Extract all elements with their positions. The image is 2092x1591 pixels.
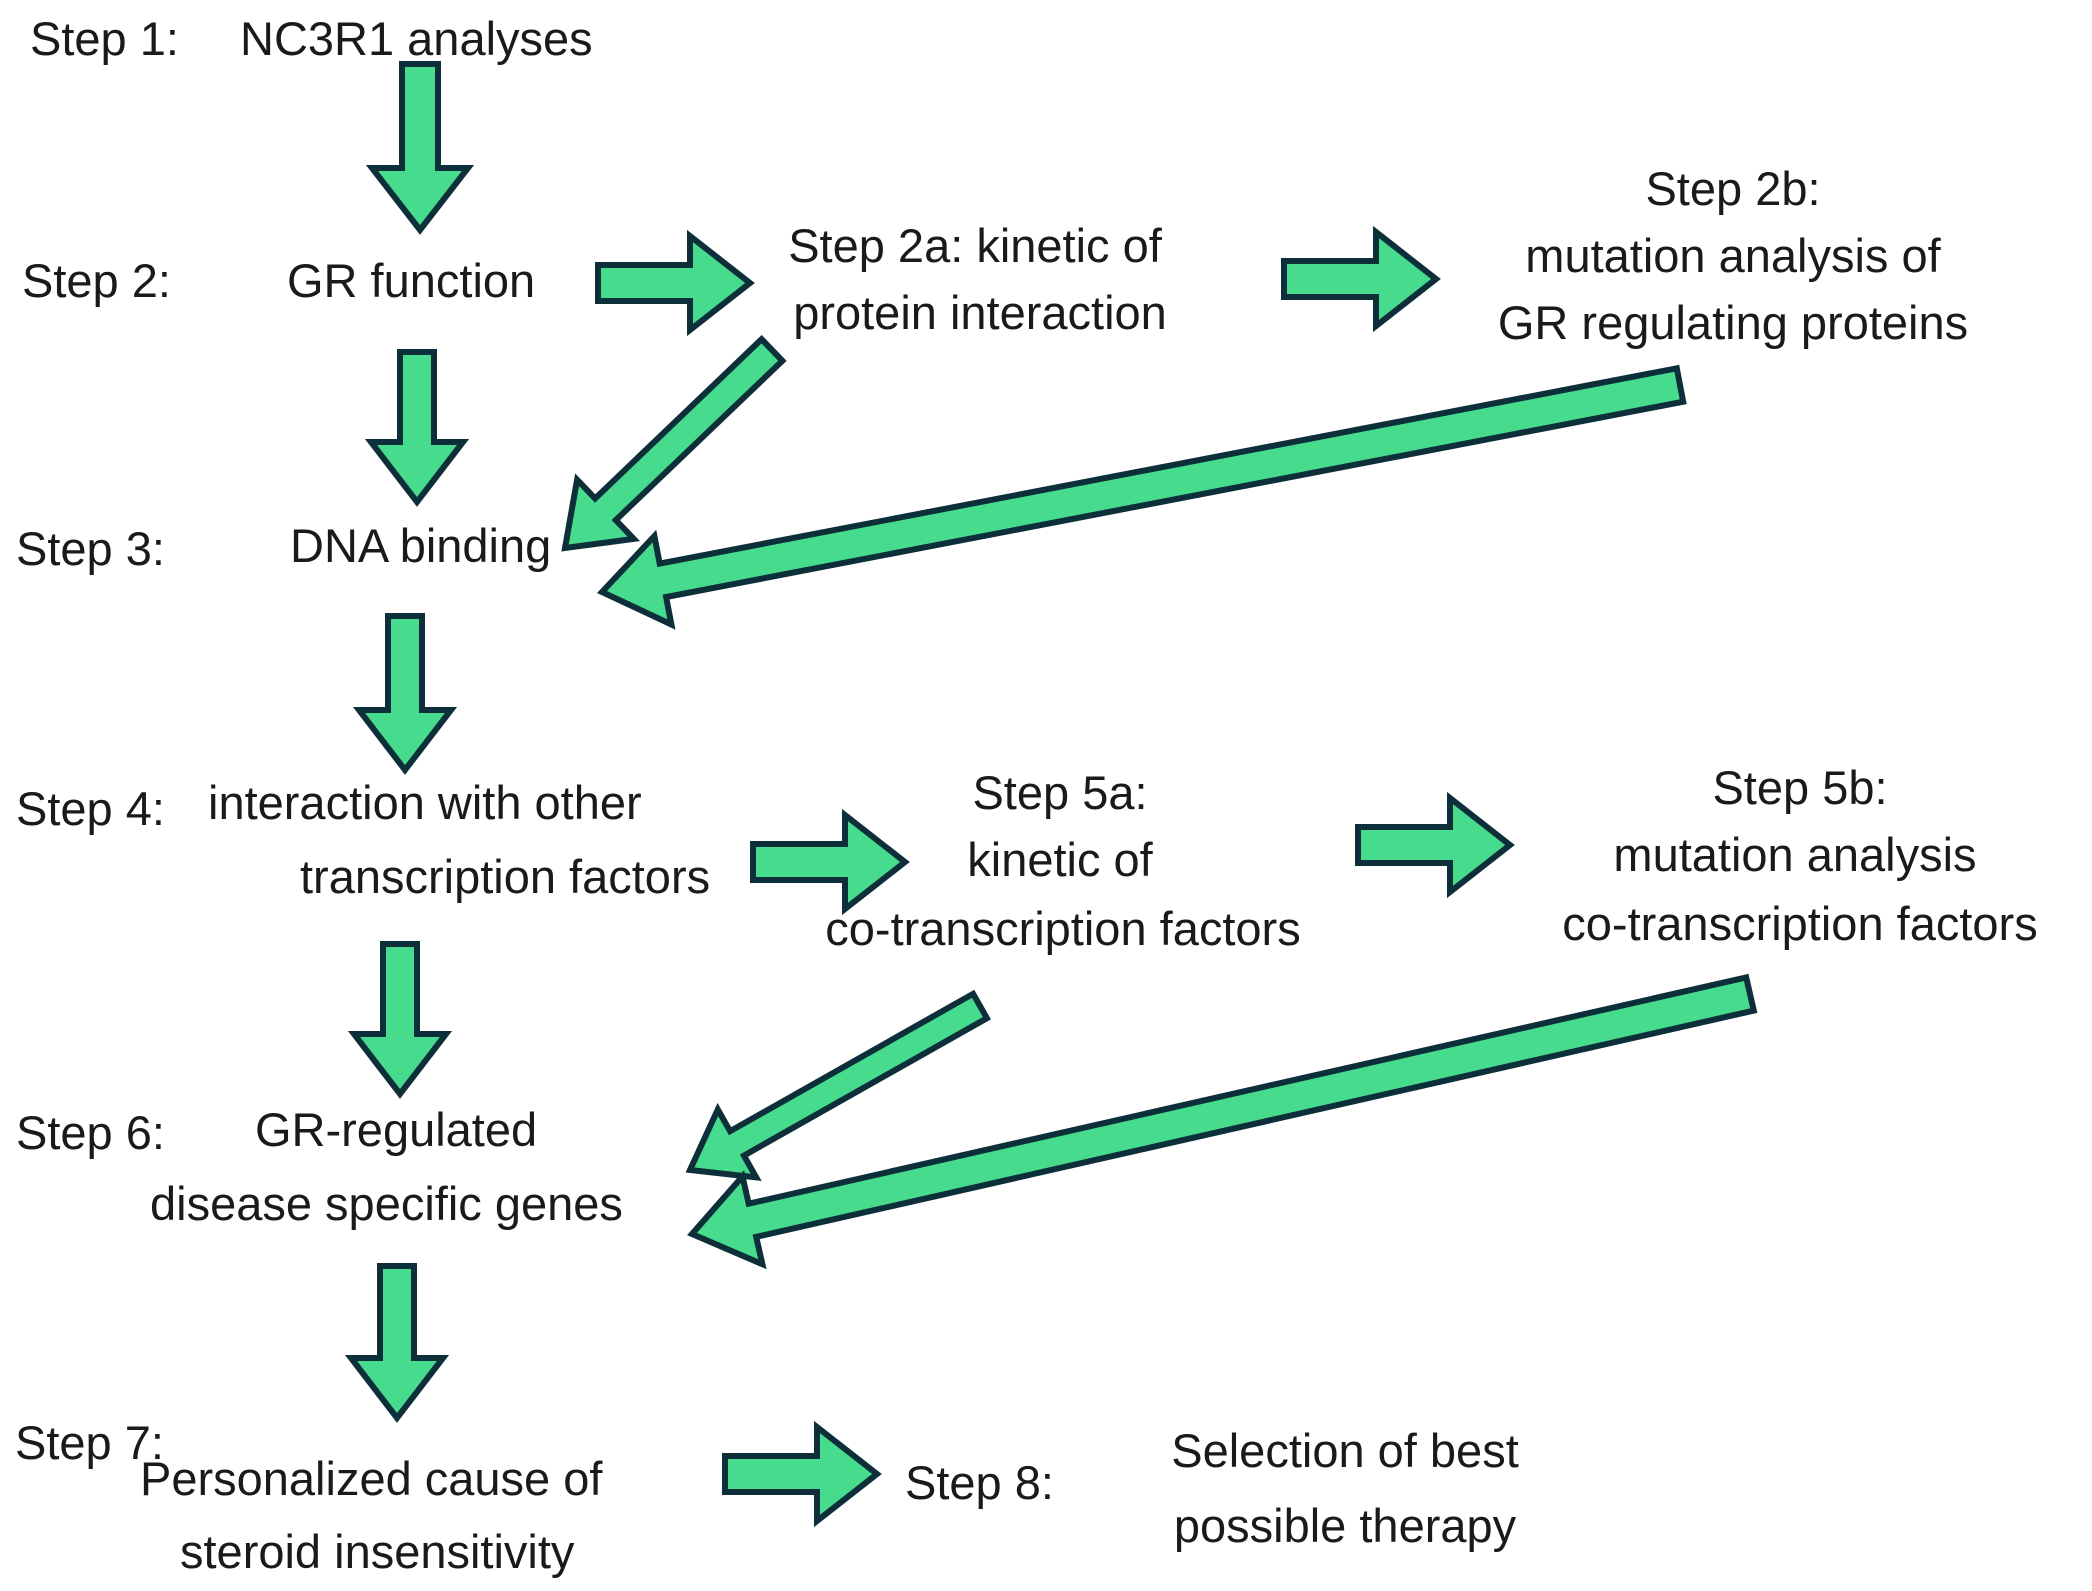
arrow-step2a-to-step2b: [1281, 225, 1441, 333]
step7-line1: Personalized cause of: [140, 1452, 603, 1505]
step2-title: GR function: [287, 254, 536, 307]
arrow-step2b-to-step3: [596, 364, 1687, 630]
step1-label: Step 1:: [30, 12, 179, 65]
arrow-step2-to-step3: [364, 349, 470, 507]
step5a-line3: co-transcription factors: [825, 902, 1301, 955]
step6-label: Step 6:: [16, 1106, 165, 1159]
step4-line1: interaction with other: [208, 776, 642, 829]
arrow-step1-to-step2: [365, 61, 475, 235]
step5a-line1: Step 5a:: [972, 766, 1148, 819]
arrow-step2a-to-step3: [561, 334, 787, 552]
arrow-step5b-to-step6: [687, 973, 1758, 1270]
step7-label: Step 7:: [15, 1416, 164, 1469]
step2b-line2: mutation analysis of: [1525, 229, 1941, 282]
step5b-line3: co-transcription factors: [1562, 897, 2038, 950]
arrow-step2-to-step2a: [595, 229, 755, 337]
step8-line1: Selection of best: [1171, 1424, 1519, 1477]
step3-label: Step 3:: [16, 522, 165, 575]
arrow-step4-to-step6: [347, 941, 453, 1099]
step2b-line1: Step 2b:: [1645, 162, 1821, 215]
step5b-line2: mutation analysis: [1613, 828, 1977, 881]
step2b-line3: GR regulating proteins: [1497, 296, 1969, 349]
arrow-step7-to-step8: [722, 1420, 882, 1528]
step6-line1: GR-regulated: [255, 1103, 538, 1156]
step8-label: Step 8:: [905, 1456, 1054, 1509]
step2-label: Step 2:: [22, 254, 171, 307]
step1-title: NC3R1 analyses: [240, 12, 593, 65]
arrow-step4-to-step5a: [750, 808, 910, 916]
step4-label: Step 4:: [16, 782, 165, 835]
arrow-step5a-to-step5b: [1355, 791, 1515, 899]
arrow-step5a-to-step6: [685, 989, 991, 1182]
step3-title: DNA binding: [290, 519, 552, 572]
step6-line2: disease specific genes: [150, 1177, 623, 1230]
step8-line2: possible therapy: [1173, 1499, 1517, 1552]
arrow-step6-to-step7: [344, 1263, 450, 1423]
step5a-line2: kinetic of: [967, 833, 1153, 886]
arrow-step3-to-step4: [352, 613, 458, 775]
step5b-line1: Step 5b:: [1712, 761, 1888, 814]
step2a-line2: protein interaction: [793, 286, 1167, 339]
step4-line2: transcription factors: [300, 850, 711, 903]
step7-line2: steroid insensitivity: [180, 1525, 575, 1578]
step2a-line1: Step 2a: kinetic of: [788, 219, 1162, 272]
